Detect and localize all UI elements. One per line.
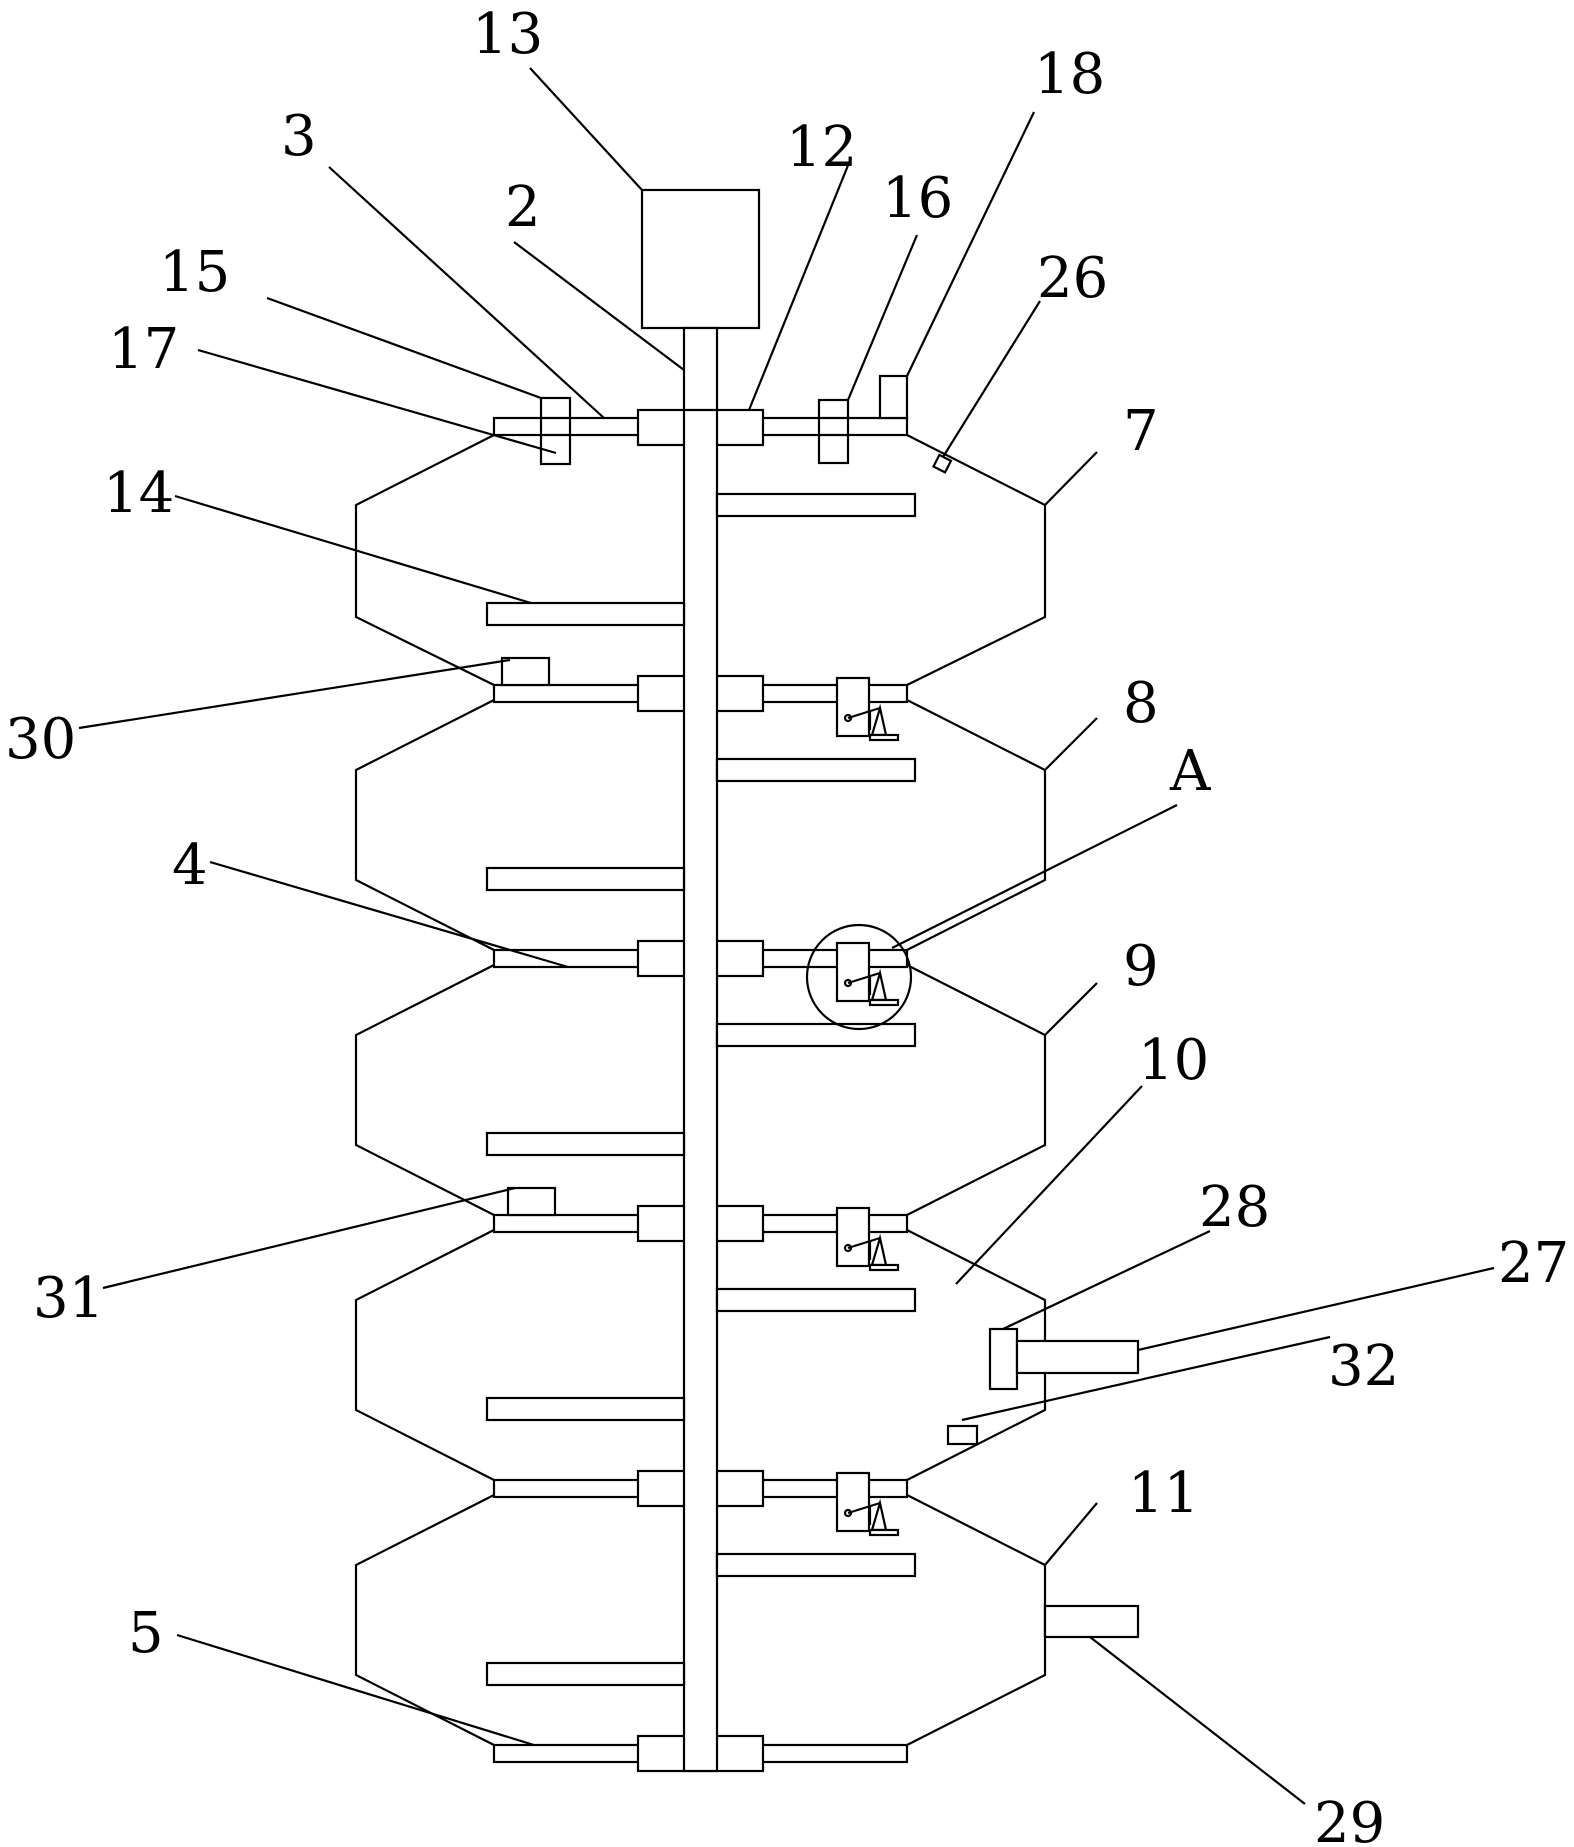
blade-l2 — [485, 866, 686, 892]
sensor-32 — [946, 1424, 979, 1446]
vessel-11-left — [354, 1494, 495, 1746]
label-15: 15 — [159, 240, 230, 305]
blade-l1 — [485, 601, 686, 627]
label-9: 9 — [1123, 934, 1159, 999]
label-A: A — [1169, 739, 1211, 804]
flange-28 — [988, 1327, 1019, 1391]
vessel-shells — [354, 434, 1047, 1746]
blade-l4 — [485, 1396, 686, 1422]
stirring-blades — [485, 492, 917, 1687]
label-26: 26 — [1037, 246, 1108, 311]
label-12: 12 — [786, 115, 857, 180]
blade-r4 — [715, 1287, 917, 1313]
valve-mech-3 — [835, 1206, 900, 1272]
sensor-31 — [506, 1186, 557, 1217]
vent-18 — [878, 374, 909, 420]
detail-circle-a — [805, 923, 913, 1031]
label-17: 17 — [108, 317, 179, 382]
blade-l5 — [485, 1661, 686, 1687]
leader-lines — [78, 67, 1495, 1805]
valve-mech-4 — [835, 1471, 900, 1537]
blade-r1 — [715, 492, 917, 518]
vessel-10-left — [354, 1229, 495, 1481]
vessel-9-left — [354, 964, 495, 1216]
blade-r5 — [715, 1552, 917, 1578]
label-30: 30 — [5, 707, 76, 772]
outlet-pipe-27 — [1015, 1339, 1140, 1375]
label-4: 4 — [172, 833, 208, 898]
label-32: 32 — [1328, 1334, 1399, 1399]
valve-mech-1 — [835, 676, 900, 742]
label-31: 31 — [33, 1266, 104, 1331]
vessel-8-left — [354, 699, 495, 951]
valve-mechanisms — [835, 676, 900, 1537]
vessel-9-right — [906, 964, 1047, 1216]
outlet-pipe-29 — [1043, 1604, 1140, 1639]
label-14: 14 — [103, 461, 174, 526]
label-27: 27 — [1498, 1231, 1569, 1296]
inlet-15 — [539, 396, 572, 466]
motor — [640, 188, 761, 330]
blade-r2 — [715, 757, 917, 783]
label-7: 7 — [1123, 399, 1159, 464]
valve-16 — [817, 398, 850, 465]
sensor-30 — [500, 656, 551, 687]
label-11: 11 — [1128, 1461, 1199, 1526]
numeral-labels: 13 18 3 12 2 16 15 26 17 7 14 30 8 A 4 9… — [5, 2, 1569, 1847]
shaft — [682, 326, 719, 1773]
valve-mech-2 — [835, 941, 900, 1007]
vessel-7 — [354, 434, 495, 686]
label-18: 18 — [1034, 42, 1105, 107]
label-3: 3 — [281, 104, 317, 169]
sensor-26 — [931, 453, 953, 474]
vessel-11-right — [906, 1494, 1047, 1746]
label-8: 8 — [1123, 671, 1159, 736]
label-28: 28 — [1199, 1175, 1270, 1240]
label-5: 5 — [128, 1601, 164, 1666]
label-2: 2 — [505, 175, 541, 240]
label-13: 13 — [472, 2, 543, 67]
label-29: 29 — [1314, 1791, 1385, 1847]
blade-r3 — [715, 1022, 917, 1048]
vessel-7-right — [906, 434, 1047, 686]
label-16: 16 — [882, 166, 953, 231]
label-10: 10 — [1138, 1028, 1209, 1093]
vessel-8-right — [906, 699, 1047, 951]
blade-l3 — [485, 1131, 686, 1157]
